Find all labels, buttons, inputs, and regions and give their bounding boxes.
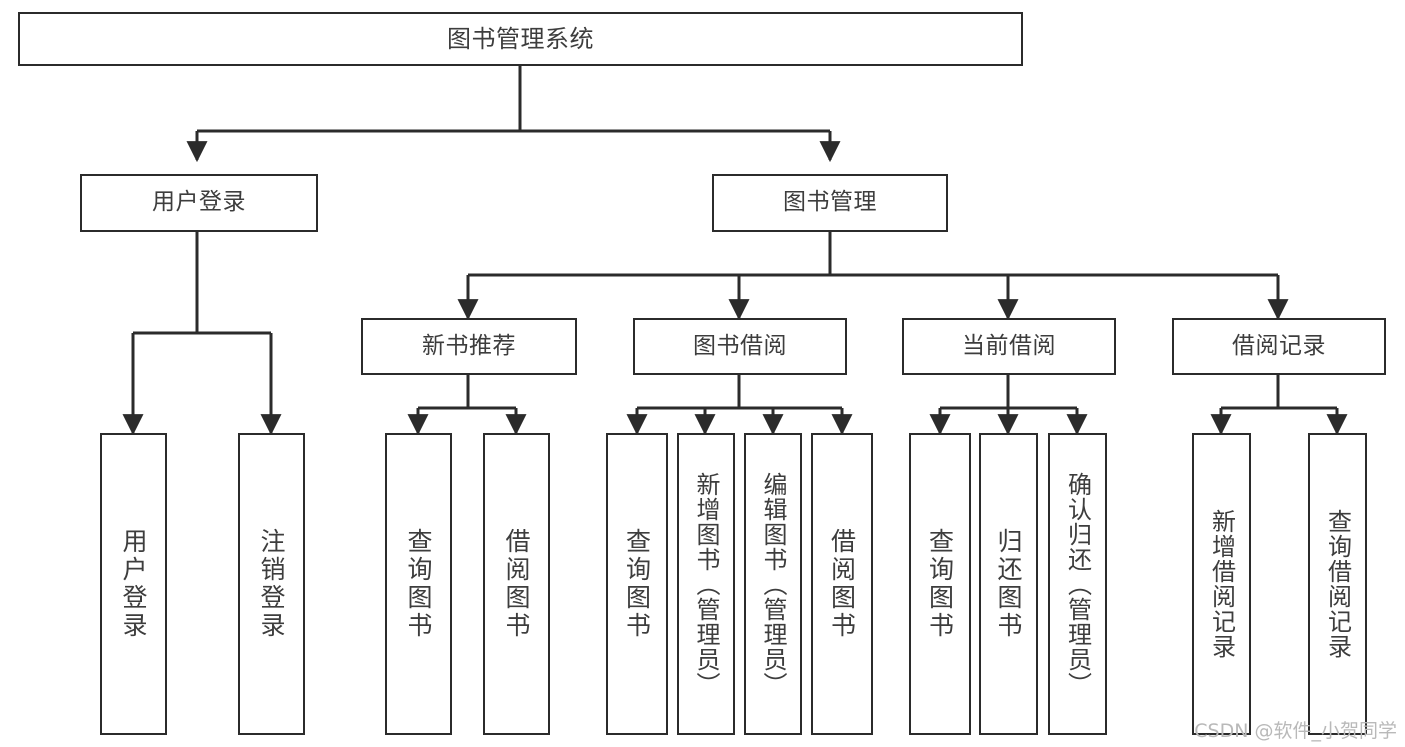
- node-label: 借阅记录: [1232, 332, 1326, 359]
- node-current-borrow[interactable]: 当前借阅: [902, 318, 1116, 375]
- node-label: 查询图书: [404, 528, 433, 640]
- node-label: 确认归还（管理员）: [1063, 471, 1092, 697]
- leaf-borrow-books[interactable]: 借阅图书: [811, 433, 873, 735]
- leaf-query-books-recommend[interactable]: 查询图书: [385, 433, 452, 735]
- node-label: 查询图书: [925, 528, 955, 640]
- leaf-query-books-current[interactable]: 查询图书: [909, 433, 971, 735]
- csdn-watermark: CSDN @软件_小贺同学: [1194, 720, 1397, 742]
- leaf-user-login[interactable]: 用户登录: [100, 433, 167, 735]
- node-label: 注销登录: [257, 528, 286, 640]
- node-label: 图书管理系统: [447, 24, 594, 53]
- leaf-query-books-borrow[interactable]: 查询图书: [606, 433, 668, 735]
- node-label: 归还图书: [994, 528, 1023, 640]
- node-label: 新增图书（管理员）: [692, 471, 720, 697]
- node-label: 借阅图书: [502, 528, 531, 640]
- node-label: 图书借阅: [693, 332, 787, 359]
- leaf-confirm-return-admin[interactable]: 确认归还（管理员）: [1048, 433, 1107, 735]
- node-label: 用户登录: [119, 528, 148, 640]
- node-label: 用户登录: [152, 189, 246, 216]
- leaf-add-book-admin[interactable]: 新增图书（管理员）: [677, 433, 735, 735]
- node-user-login[interactable]: 用户登录: [80, 174, 318, 232]
- node-label: 编辑图书（管理员）: [759, 471, 787, 697]
- node-book-management[interactable]: 图书管理: [712, 174, 948, 232]
- node-label: 新增借阅记录: [1207, 509, 1236, 659]
- node-book-borrow[interactable]: 图书借阅: [633, 318, 847, 375]
- node-label: 借阅图书: [827, 528, 857, 640]
- leaf-logout[interactable]: 注销登录: [238, 433, 305, 735]
- node-label: 查询图书: [622, 528, 652, 640]
- leaf-add-borrow-record[interactable]: 新增借阅记录: [1192, 433, 1251, 735]
- leaf-edit-book-admin[interactable]: 编辑图书（管理员）: [744, 433, 802, 735]
- leaf-return-books[interactable]: 归还图书: [979, 433, 1038, 735]
- leaf-query-borrow-record[interactable]: 查询借阅记录: [1308, 433, 1367, 735]
- node-label: 图书管理: [783, 189, 877, 216]
- node-borrow-record[interactable]: 借阅记录: [1172, 318, 1386, 375]
- node-root-book-management-system[interactable]: 图书管理系统: [18, 12, 1023, 66]
- node-label: 新书推荐: [422, 332, 516, 359]
- node-new-book-recommend[interactable]: 新书推荐: [361, 318, 577, 375]
- node-label: 当前借阅: [962, 332, 1056, 359]
- node-label: 查询借阅记录: [1323, 509, 1352, 659]
- leaf-borrow-books-recommend[interactable]: 借阅图书: [483, 433, 550, 735]
